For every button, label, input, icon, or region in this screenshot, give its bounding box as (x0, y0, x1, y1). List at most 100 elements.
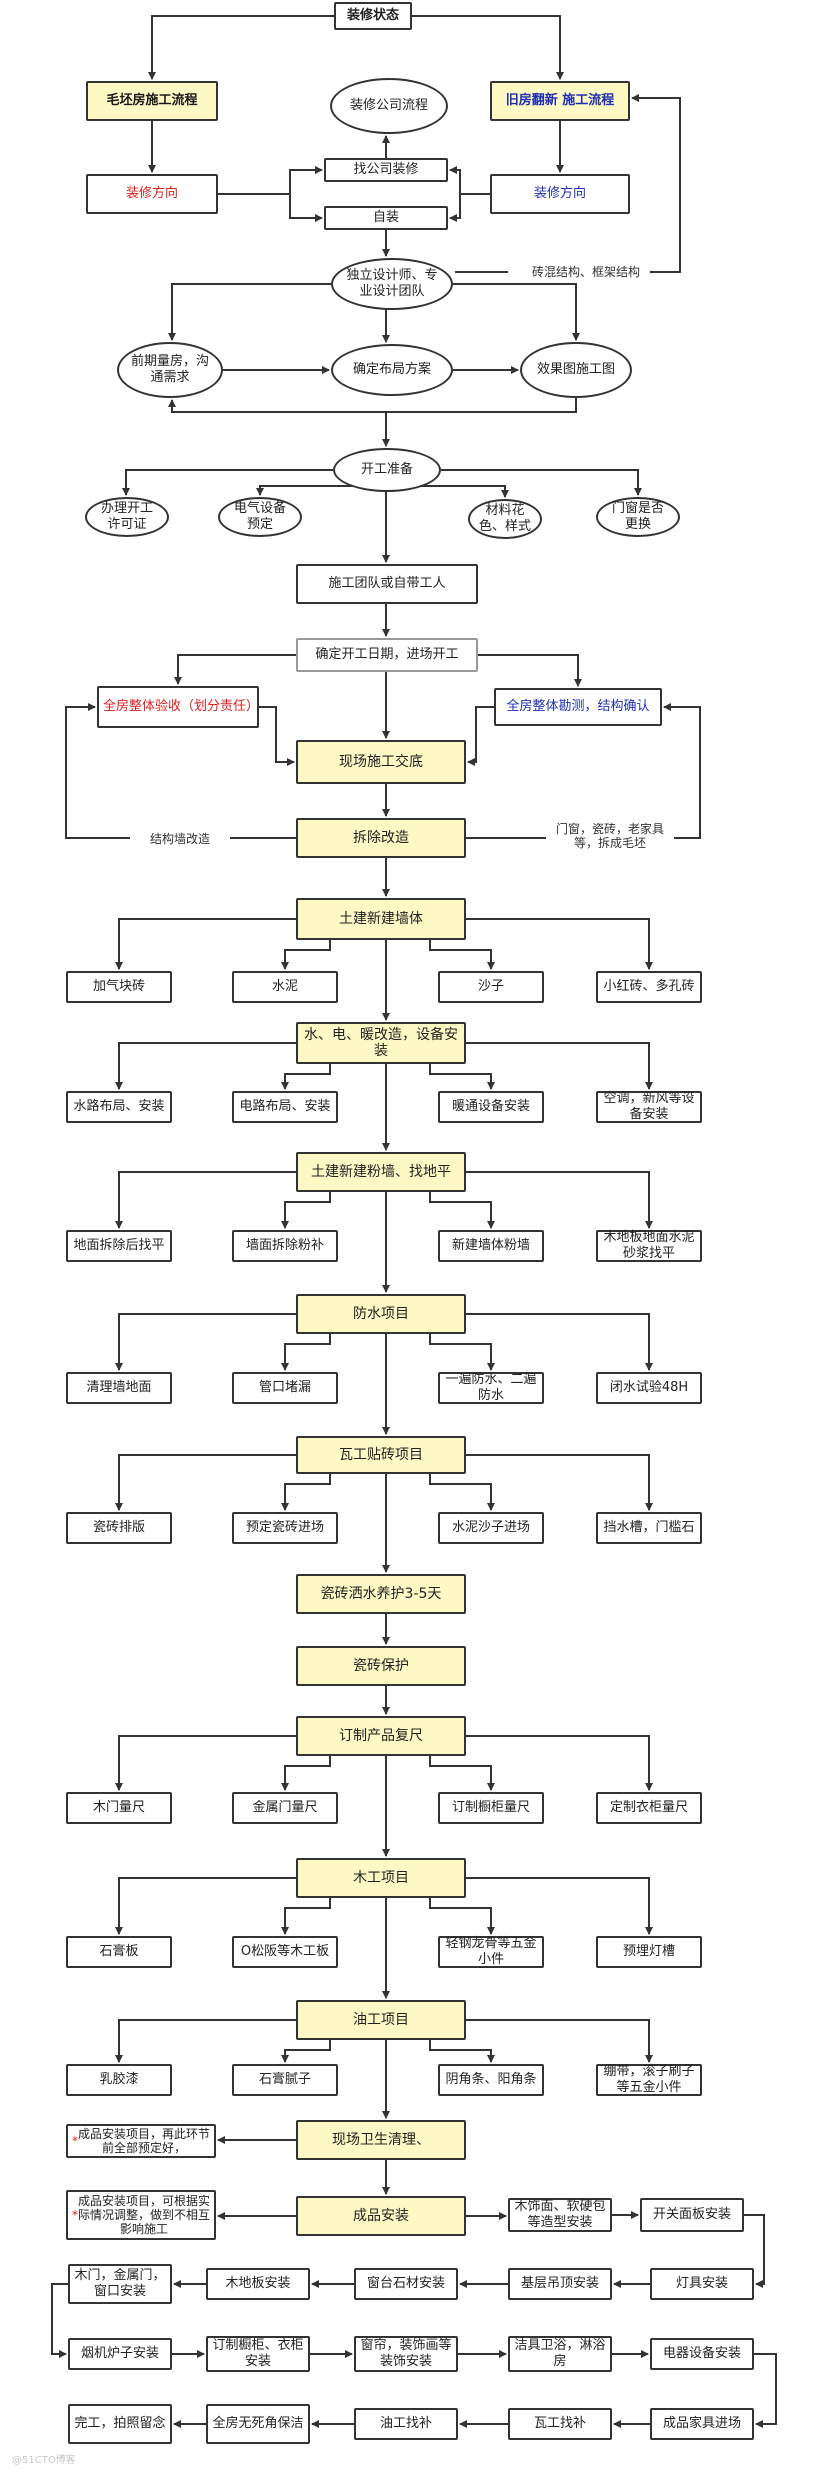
designer-node: 独立设计师、专业设计团队 (331, 258, 453, 310)
date-to-survey (478, 654, 582, 687)
install-note-2-text: 成品安装项目，可根据实际情况调整，做到不相互影响施工 (78, 2194, 211, 2236)
overall-survey-node: 全房整体勘测，结构确认 (494, 688, 662, 726)
electric-equipment-node: 电气设备预定 (218, 497, 302, 537)
doors-install-node: 木门，金属门，窗口安装 (68, 2264, 172, 2304)
stage-custom-measure: 订制产品复尺 (296, 1716, 466, 1756)
water-layout-node: 水路布局、安装 (66, 1091, 172, 1123)
completion-node: 完工，拍照留念 (68, 2404, 172, 2444)
site-handover-node: 现场施工交底 (296, 740, 466, 784)
stage-plaster-level: 土建新建粉墙、找地平 (296, 1152, 466, 1192)
tile-protection-node: 瓷砖保护 (296, 1646, 466, 1686)
layout-plan-node: 确定布局方案 (331, 344, 453, 396)
cement-sand-arrival-node: 水泥沙子进场 (438, 1512, 544, 1544)
circuit-layout-node: 电路布局、安装 (232, 1091, 338, 1123)
stage-painting: 油工项目 (296, 2000, 466, 2040)
rough-house-flow-node: 毛坯房施工流程 (86, 81, 218, 121)
waterproof-c2 (281, 1334, 331, 1371)
stage-product-install: 成品安装 (296, 2196, 466, 2236)
sand-node: 沙子 (438, 971, 544, 1003)
wood-board-node: O松阪等木工板 (232, 1936, 338, 1968)
direction-left-node: 装修方向 (86, 174, 218, 214)
custom-c2 (281, 1756, 331, 1791)
custom-c4 (466, 1735, 653, 1791)
carpentry-c1 (115, 1877, 296, 1935)
edge-label-demolish-items: 门窗，瓷砖，老家具等，拆成毛坯 (546, 822, 674, 850)
closed-water-test-node: 闭水试验48H (596, 1372, 702, 1404)
tiling-c4 (466, 1454, 653, 1511)
paint-fix-node: 油工找补 (354, 2408, 458, 2440)
furniture-arrival-node: 成品家具进场 (650, 2408, 754, 2440)
walls-c4 (466, 918, 653, 970)
aerated-block-node: 加气块砖 (66, 971, 172, 1003)
self-decoration-node: 自装 (324, 206, 448, 230)
waterproof-c4 (466, 1313, 653, 1371)
prep-to-elec (256, 485, 360, 496)
mep-c1 (115, 1042, 296, 1090)
tile-fix-node: 瓦工找补 (508, 2408, 612, 2440)
title-to-old (412, 15, 564, 80)
sanitary-install-node: 洁具卫浴，淋浴房 (508, 2336, 612, 2372)
range-hood-node: 烟机炉子安装 (68, 2338, 172, 2370)
mep-c2 (281, 1064, 331, 1090)
metal-door-measure-node: 金属门量尺 (232, 1792, 338, 1824)
designer-to-measure (168, 283, 331, 341)
stage-waterproof: 防水项目 (296, 1294, 466, 1334)
window-replace-node: 门窗是否更换 (596, 497, 680, 537)
painting-c1 (115, 2019, 296, 2063)
mep-c4 (466, 1042, 653, 1090)
pipe-seal-node: 管口堵漏 (232, 1372, 338, 1404)
cabinet-measure-node: 订制橱柜量尺 (438, 1792, 544, 1824)
carpentry-c3 (429, 1898, 495, 1935)
cabinet-install-node: 订制橱柜、衣柜安装 (206, 2336, 310, 2372)
decor-panel-node: 木饰面、软硬包等造型安装 (508, 2198, 612, 2232)
edge-label-structural-wall: 结构墙改造 (130, 832, 230, 846)
painting-c2 (281, 2040, 331, 2063)
material-style-node: 材料花色、样式 (468, 499, 542, 539)
stage-plumbing-electrical: 水、电、暖改造，设备安装 (296, 1022, 466, 1064)
curtain-install-node: 窗帘，装饰画等装饰安装 (354, 2336, 458, 2372)
custom-c1 (115, 1735, 296, 1791)
walls-c3 (429, 940, 495, 970)
wood-floor-install-node: 木地板安装 (206, 2268, 310, 2300)
steel-keel-node: 轻钢龙骨等五金小件 (438, 1936, 544, 1968)
wall-patch-node: 墙面拆除粉补 (232, 1230, 338, 1262)
walls-c2 (281, 940, 331, 970)
plaster-c2 (281, 1192, 331, 1229)
plaster-c4 (466, 1171, 653, 1229)
latex-paint-node: 乳胶漆 (66, 2064, 172, 2096)
start-prep-node: 开工准备 (333, 448, 441, 492)
render-drawing-node: 效果图施工图 (520, 342, 632, 398)
permit-node: 办理开工许可证 (85, 497, 169, 537)
wardrobe-measure-node: 定制衣柜量尺 (596, 1792, 702, 1824)
render-back-to-measure (168, 398, 577, 413)
measure-node: 前期量房，沟通需求 (117, 342, 223, 398)
date-to-accept (174, 654, 296, 685)
ac-install-node: 空调，新风等设备安装 (596, 1091, 702, 1123)
stage-tiling: 瓦工贴砖项目 (296, 1436, 466, 1474)
tiling-c3 (429, 1474, 495, 1511)
dirl-to-find (218, 166, 323, 195)
accept-to-handover (259, 706, 295, 766)
wood-floor-level-node: 木地板地面水泥砂浆找平 (596, 1230, 702, 1262)
tiling-c1 (115, 1454, 296, 1511)
waterproof-c1 (115, 1313, 296, 1371)
prep-to-material (420, 485, 509, 498)
corner-bead-node: 阴角条、阳角条 (438, 2064, 544, 2096)
painting-c3 (429, 2040, 495, 2063)
demolition-node: 拆除改造 (296, 818, 466, 858)
carpentry-c4 (466, 1877, 653, 1935)
carpentry-c2 (281, 1898, 331, 1935)
cement-node: 水泥 (232, 971, 338, 1003)
direction-right-node: 装修方向 (490, 174, 630, 214)
dirr-to-self (449, 193, 490, 222)
prep-to-window (441, 469, 642, 496)
light-install-node: 灯具安装 (650, 2268, 754, 2300)
tile-curing-node: 瓷砖洒水养护3-5天 (296, 1574, 466, 1614)
switch-panel-node: 开关面板安装 (640, 2198, 744, 2232)
doors-to-stove (51, 2283, 68, 2358)
edge-label-structure: 砖混结构、框架结构 (522, 265, 650, 279)
old-house-flow-node: 旧房翻新 施工流程 (490, 81, 630, 121)
title-node: 装修状态 (334, 2, 412, 30)
wood-door-measure-node: 木门量尺 (66, 1792, 172, 1824)
find-company-node: 找公司装修 (324, 158, 448, 182)
